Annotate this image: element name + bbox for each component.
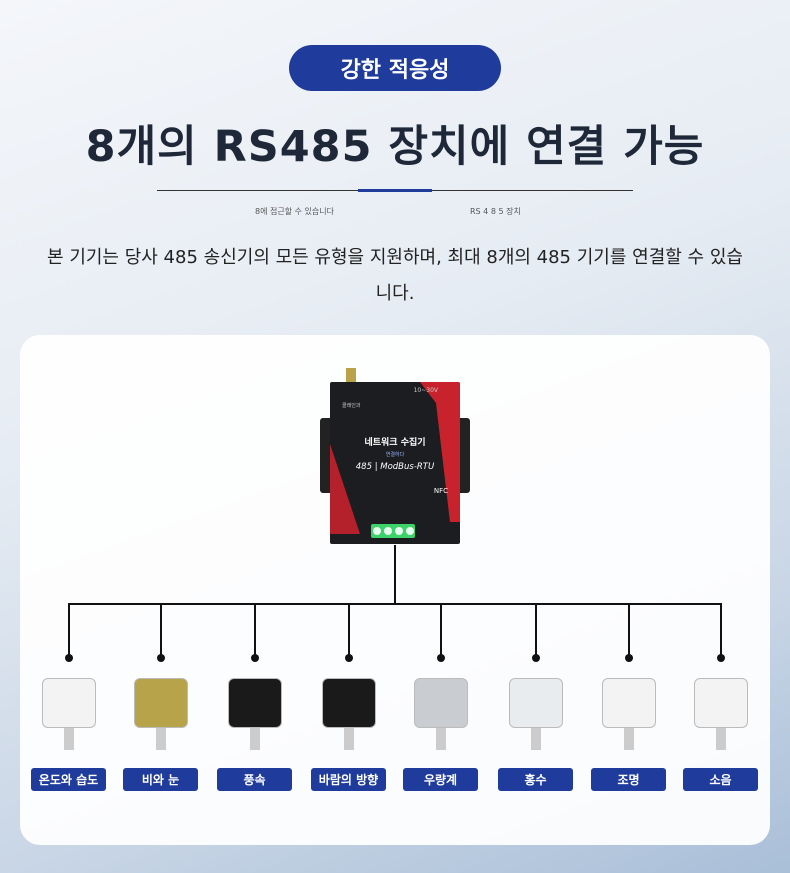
sensor-label: 비와 눈 [123,768,198,791]
connection-dot [625,654,633,662]
connection-dot [65,654,73,662]
terminal-block [371,524,415,538]
brand-label: 클래인과 [342,403,361,409]
sensor-label: 온도와 습도 [31,768,106,791]
bus-drop [440,603,442,656]
network-collector-device: 10~30V 클래인과 네트워크 수집기 연결하다 485 | ModBus-R… [330,382,460,544]
caption-left: 8에 접근할 수 있습니다 [255,207,334,216]
bus-drop [68,603,70,656]
sensor-image [126,668,196,756]
caption-right: RS 4 8 5 장치 [470,207,521,216]
page-title: 8개의 RS485 장치에 연결 가능 [85,122,705,172]
sensor-image [34,668,104,756]
device-protocol: 485 | ModBus-RTU [355,462,435,472]
bus-drop [160,603,162,656]
sensor-image [686,668,756,756]
device-sub: 연결하다 [385,452,405,458]
description: 본 기기는 당사 485 송신기의 모든 유형을 지원하며, 최대 8개의 48… [47,247,743,304]
bus-trunk [394,545,396,605]
nfc-label: NFC [433,487,448,495]
connection-dot [157,654,165,662]
sensor-label: 조명 [591,768,666,791]
sensor-image [314,668,384,756]
connection-dot [345,654,353,662]
bus-drop [535,603,537,656]
device-name: 네트워크 수집기 [364,438,426,448]
sensor-label: 홍수 [498,768,573,791]
bus-drop [720,603,722,656]
bus-drop [254,603,256,656]
sensor-label: 풍속 [217,768,292,791]
antenna [346,368,356,384]
connection-dot [251,654,259,662]
bus-drop [348,603,350,656]
bus-drop [628,603,630,656]
sensor-image [594,668,664,756]
sensor-label: 바람의 방향 [311,768,386,791]
voltage-label: 10~30V [413,387,438,394]
divider-accent [358,189,432,192]
connection-dot [437,654,445,662]
sensor-image [501,668,571,756]
connection-dot [717,654,725,662]
badge: 강한 적응성 [289,45,501,91]
sensor-label: 우량계 [403,768,478,791]
connection-dot [532,654,540,662]
sensor-image [406,668,476,756]
sensor-label: 소음 [683,768,758,791]
bus-line [68,603,722,605]
sensor-image [220,668,290,756]
